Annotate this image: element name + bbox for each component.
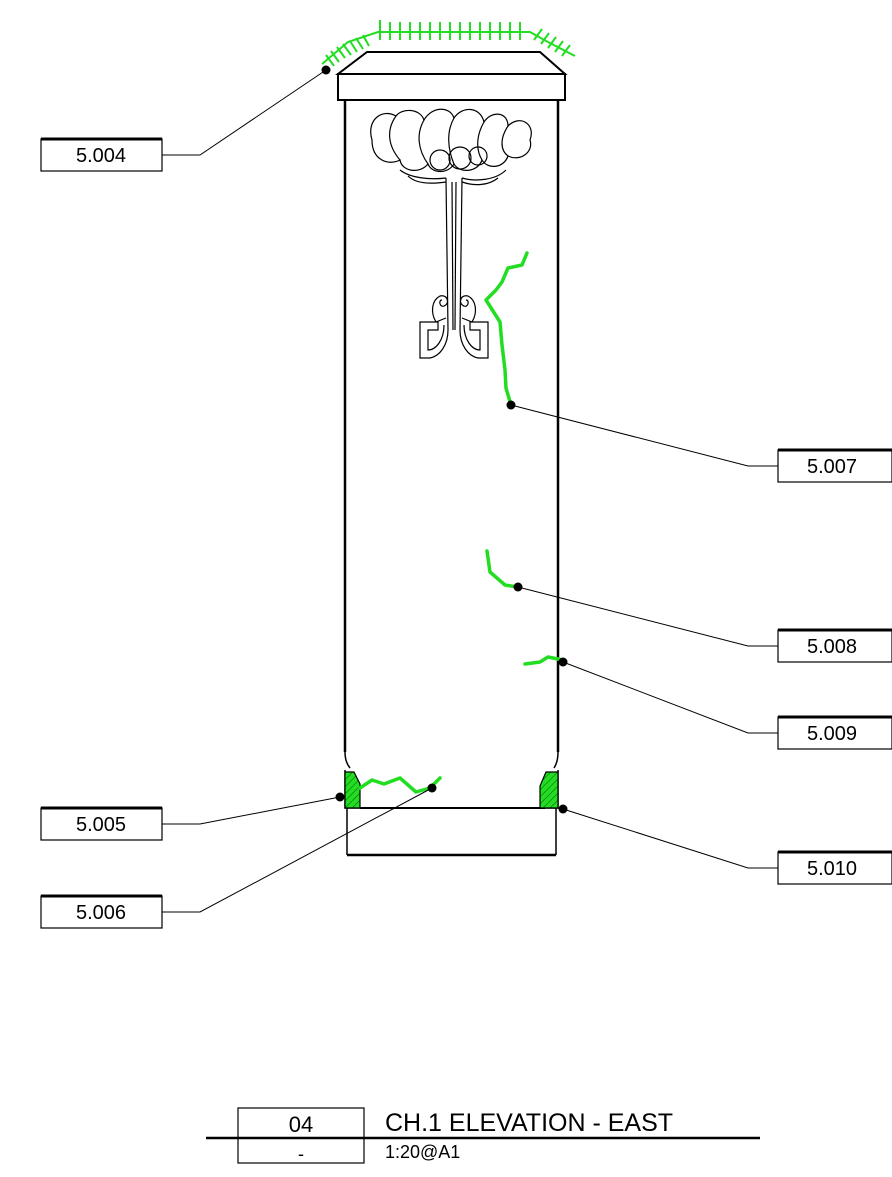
leader-dots: [321, 65, 568, 814]
callout-tag-5.006[interactable]: 5.006: [40, 894, 163, 929]
leader-5.006: [162, 787, 433, 913]
callout-label: 5.008: [807, 636, 857, 658]
leader-5.010: [562, 808, 778, 869]
base-damage-chamfers: [344, 771, 559, 809]
crack-upper: [484, 251, 529, 407]
callout-tag-5.004[interactable]: 5.004: [40, 137, 163, 172]
callout-leaders: [162, 69, 778, 913]
callout-tag-5.008[interactable]: 5.008: [777, 628, 892, 663]
drawing-title: CH.1 ELEVATION - EAST: [385, 1109, 673, 1137]
leader-5.009: [562, 661, 778, 734]
drawing-title-block: 04 - CH.1 ELEVATION - EAST 1:20@A1: [206, 1107, 760, 1164]
pillar-plinth: [346, 808, 557, 857]
callout-label: 5.004: [76, 145, 126, 167]
leader-5.005: [162, 796, 341, 825]
crack-lines: [358, 251, 565, 794]
callout-tag-5.009[interactable]: 5.009: [777, 715, 892, 750]
drawing-scale: 1:20@A1: [385, 1142, 460, 1162]
drawing-number: 04: [289, 1112, 313, 1137]
callout-label: 5.005: [76, 814, 126, 836]
cap-damage-hatching: [321, 20, 576, 67]
callout-label: 5.006: [76, 902, 126, 924]
crack-right-edge: [523, 655, 565, 666]
sheet-reference: -: [298, 1144, 304, 1164]
leader-5.008: [517, 586, 778, 647]
tree-relief-ornament: [370, 108, 532, 359]
callout-tag-5.007[interactable]: 5.007: [777, 448, 892, 483]
callout-label: 5.010: [807, 858, 857, 880]
leader-5.007: [510, 404, 778, 467]
crack-middle: [485, 549, 520, 589]
callout-label: 5.007: [807, 456, 857, 478]
leader-5.004: [162, 69, 327, 156]
pillar-cap: [335, 51, 568, 101]
pillar-shaft: [343, 100, 560, 809]
callout-label: 5.009: [807, 723, 857, 745]
callout-tag-5.005[interactable]: 5.005: [40, 806, 163, 841]
callout-tag-5.010[interactable]: 5.010: [777, 850, 892, 885]
